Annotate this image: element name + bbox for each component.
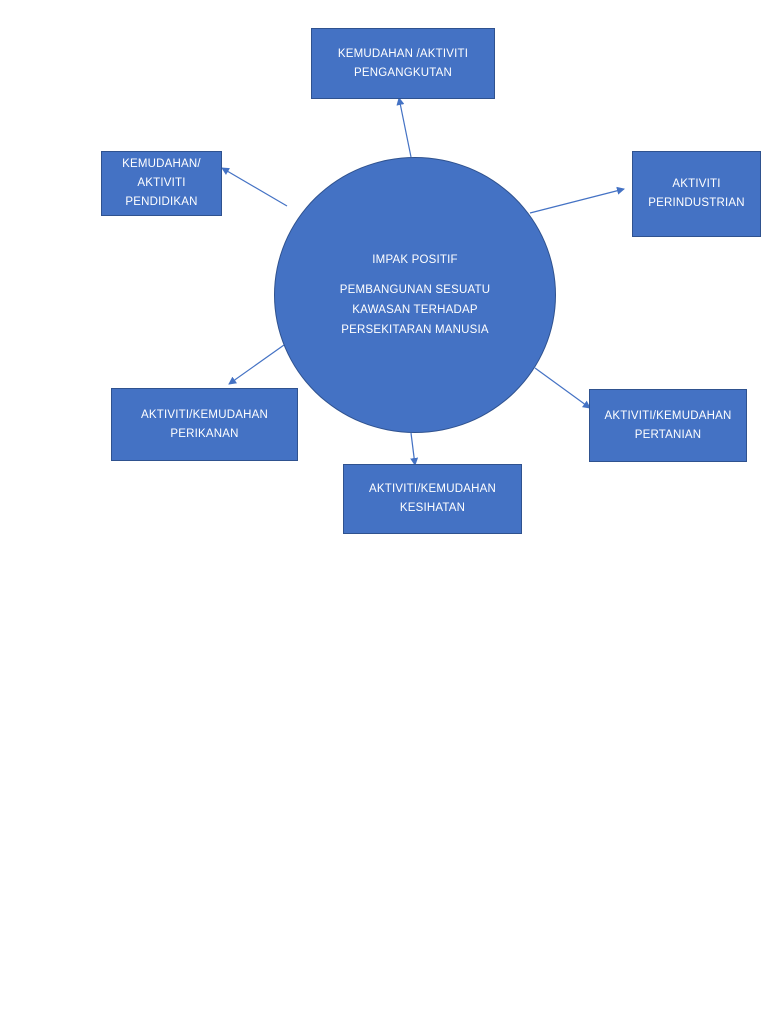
node-pengangkutan: KEMUDAHAN /AKTIVITI PENGANGKUTAN xyxy=(311,28,495,99)
arrow-to-kesihatan xyxy=(410,432,419,466)
node-kesihatan: AKTIVITI/KEMUDAHAN KESIHATAN xyxy=(343,464,522,534)
node-pertanian-label: AKTIVITI/KEMUDAHAN PERTANIAN xyxy=(604,409,732,441)
center-title: IMPAK POSITIF xyxy=(372,254,458,266)
center-impact-circle: IMPAK POSITIF PEMBANGUNAN SESUATU KAWASA… xyxy=(274,157,556,433)
node-kesihatan-label: AKTIVITI/KEMUDAHAN KESIHATAN xyxy=(369,483,496,514)
node-perindustrian-label: AKTIVITI PERINDUSTRIAN xyxy=(648,178,745,209)
arrow-to-perindustrian xyxy=(529,186,625,214)
node-pertanian: AKTIVITI/KEMUDAHAN PERTANIAN xyxy=(589,389,747,462)
arrow-to-pengangkutan xyxy=(396,97,412,158)
node-perikanan: AKTIVITI/KEMUDAHAN PERIKANAN xyxy=(111,388,298,461)
node-pendidikan: KEMUDAHAN/ AKTIVITI PENDIDIKAN xyxy=(101,151,222,216)
node-pendidikan-label: KEMUDAHAN/ AKTIVITI PENDIDIKAN xyxy=(122,158,201,208)
arrow-to-pendidikan xyxy=(221,167,288,207)
center-body: PEMBANGUNAN SESUATU KAWASAN TERHADAP PER… xyxy=(339,284,491,336)
arrow-to-perikanan xyxy=(228,344,285,385)
arrow-to-pertanian xyxy=(534,367,591,409)
node-pengangkutan-label: KEMUDAHAN /AKTIVITI PENGANGKUTAN xyxy=(337,47,469,79)
node-perikanan-label: AKTIVITI/KEMUDAHAN PERIKANAN xyxy=(141,408,268,440)
node-perindustrian: AKTIVITI PERINDUSTRIAN xyxy=(632,151,761,237)
